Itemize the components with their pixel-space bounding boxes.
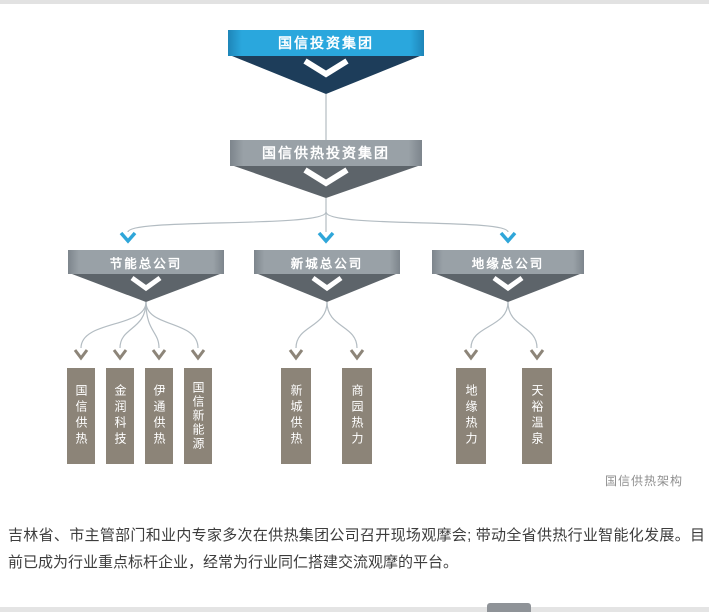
org-node-holding-label: 国信供热投资集团	[262, 145, 390, 161]
org-leaf-node: 伊通供热	[145, 368, 173, 464]
org-leaf-label: 地缘热力	[464, 384, 478, 448]
org-node-group-energy: 节能总公司	[68, 250, 224, 274]
org-leaf-label: 商园热力	[350, 384, 364, 448]
org-leaf-node: 国信供热	[67, 368, 95, 464]
org-leaf-node: 天裕温泉	[522, 368, 552, 464]
org-leaf-label: 国信供热	[74, 384, 88, 448]
org-node-root-label: 国信投资集团	[278, 35, 374, 51]
org-node-group-label: 新城总公司	[290, 256, 364, 271]
org-leaf-label: 新城供热	[289, 384, 303, 448]
org-node-group-diyuan: 地缘总公司	[432, 250, 584, 274]
org-node-group-label: 地缘总公司	[471, 256, 545, 271]
org-leaf-label: 国信新能源	[191, 381, 205, 451]
org-node-group-label: 节能总公司	[109, 256, 183, 271]
top-border	[0, 0, 709, 4]
org-leaf-node: 商园热力	[342, 368, 372, 464]
org-node-group-xincheng: 新城总公司	[254, 250, 400, 274]
diagram-caption: 国信供热架构	[604, 474, 683, 488]
org-leaf-label: 伊通供热	[152, 384, 166, 448]
bottom-border	[0, 607, 709, 612]
cutoff-element	[487, 603, 531, 612]
org-leaf-label: 金润科技	[113, 384, 127, 448]
org-leaf-label: 天裕温泉	[530, 384, 544, 448]
connector-lines	[80, 94, 538, 349]
org-leaf-node: 新城供热	[281, 368, 311, 464]
org-leaf-node: 国信新能源	[184, 368, 212, 464]
arrowhead-icons	[73, 231, 545, 361]
org-node-holding: 国信供热投资集团	[230, 140, 422, 166]
article-paragraph: 吉林省、市主管部门和业内专家多次在供热集团公司召开现场观摩会; 带动全省供热行业…	[8, 527, 705, 571]
org-leaf-node: 金润科技	[106, 368, 134, 464]
pennant-shapes	[72, 56, 580, 302]
org-node-root: 国信投资集团	[228, 30, 424, 56]
org-leaf-node: 地缘热力	[456, 368, 486, 464]
